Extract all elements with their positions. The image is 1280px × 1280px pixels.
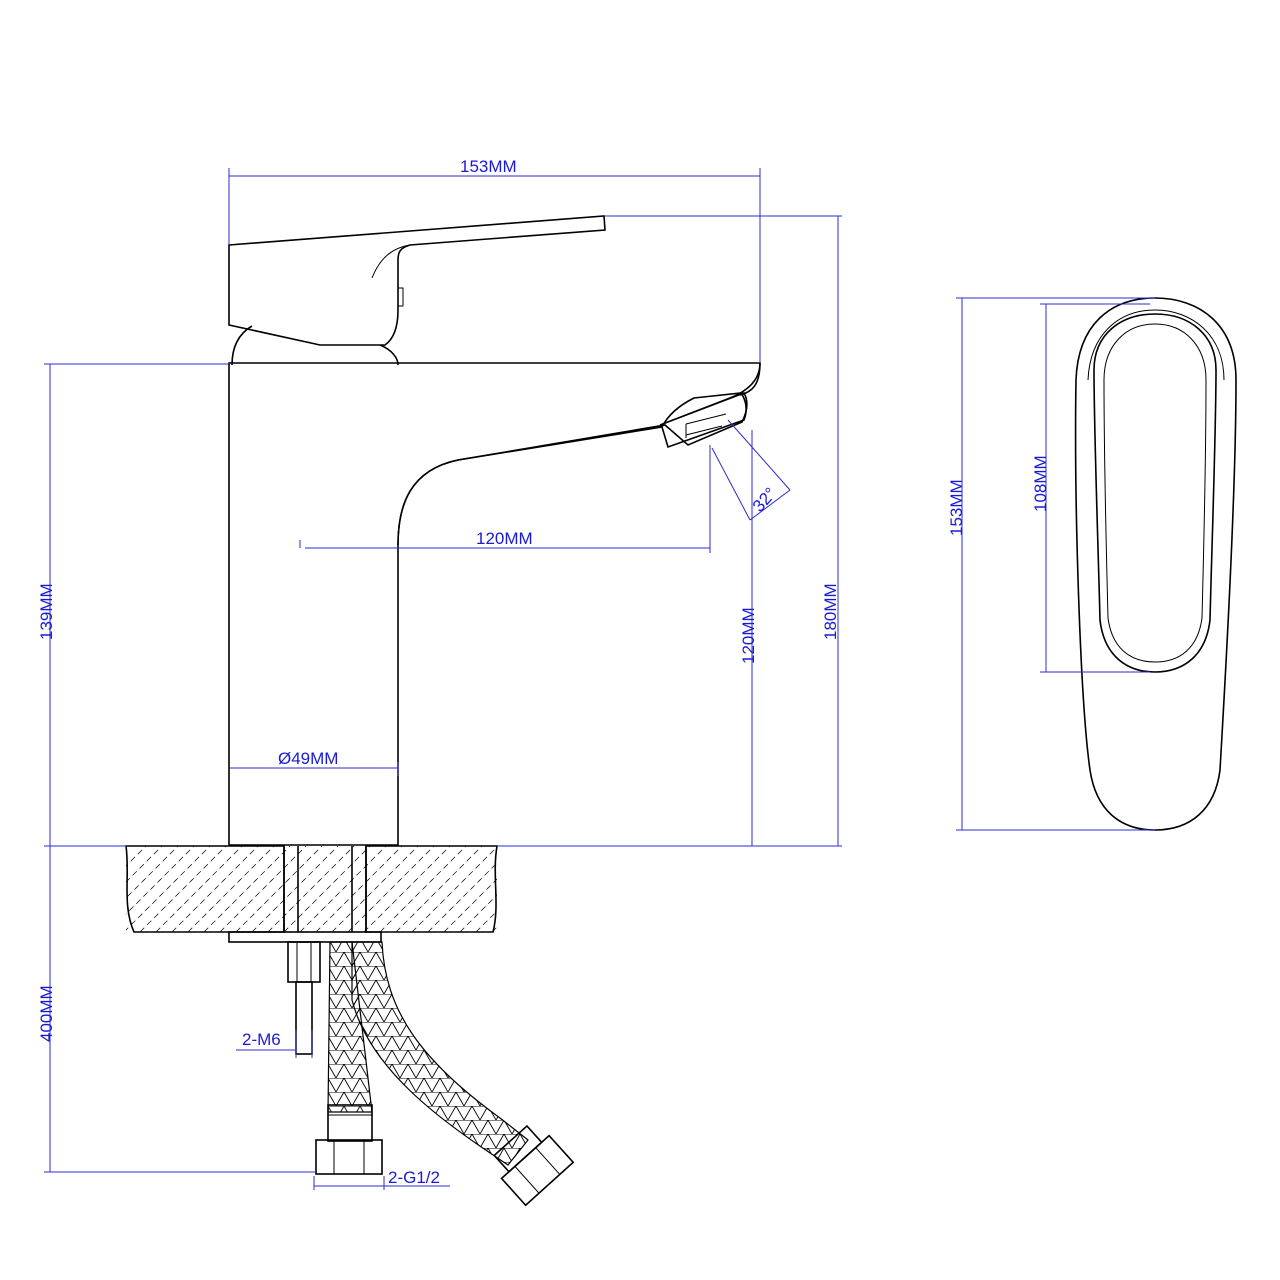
body-diameter-label: Ø49MM [278, 749, 338, 768]
hatch-line [219, 846, 307, 932]
dimension-lines [44, 168, 842, 1190]
hatch-line [411, 846, 497, 932]
hatch-line [443, 846, 497, 932]
hatch-line [315, 846, 403, 932]
hatch-line [508, 846, 594, 932]
lever-handle [228, 215, 606, 346]
hatch-line [126, 846, 179, 932]
mounting-stud [287, 941, 321, 1055]
hatch-line [126, 846, 147, 932]
hatch-line [251, 846, 339, 932]
braided-hoses [315, 941, 575, 1207]
hatch-line [347, 846, 435, 932]
hatch-line [267, 846, 355, 932]
hatch-line [331, 846, 419, 932]
cartridge-dome [231, 325, 399, 366]
handle-length-label: 153MM [947, 479, 966, 536]
hatch-line [171, 846, 259, 932]
hatch-line [139, 846, 227, 932]
hatch-line [475, 846, 497, 932]
hatch-line [126, 846, 163, 932]
hose-length-label: 400MM [37, 985, 56, 1042]
hatch-line [459, 846, 497, 932]
hatch-line [379, 846, 467, 932]
hatch-line [604, 846, 690, 932]
dimension-labels: 153MM 139MM 400MM 120MM 180MM 120MM 32° … [37, 157, 840, 1187]
hatch-line [155, 846, 243, 932]
hatch-line [491, 846, 497, 932]
hatch-line [126, 846, 211, 932]
handle-inner-length-label: 108MM [1031, 455, 1050, 512]
hatch-line [363, 846, 451, 932]
hatch-line [299, 846, 387, 932]
hatch-line [187, 846, 275, 932]
hatch-line [540, 846, 626, 932]
hatch-line [572, 846, 658, 932]
body-height-label: 139MM [37, 583, 56, 640]
stud-thread-label: 2-M6 [242, 1030, 281, 1049]
hatch-line [524, 846, 610, 932]
spout [397, 426, 663, 546]
faucet-body [228, 362, 761, 846]
handle-outline [1074, 297, 1237, 831]
hose-thread-label: 2-G1/2 [388, 1168, 440, 1187]
hatch-line [395, 846, 483, 932]
hatch-line [588, 846, 674, 932]
spout-reach-label: 120MM [476, 529, 533, 548]
spout-angle-label: 32° [749, 484, 780, 516]
hatch-line [203, 846, 291, 932]
hatch-line [126, 846, 195, 932]
handle-top-view [1074, 297, 1237, 831]
total-height-label: 180MM [821, 583, 840, 640]
faucet-front-view [228, 215, 761, 846]
spout-tip [661, 392, 747, 449]
hatch-line [283, 846, 371, 932]
hatch-line [427, 846, 497, 932]
hatch-line [235, 846, 323, 932]
spout-height-label: 120MM [739, 607, 758, 664]
handle-dimensions: 153MM 108MM [947, 297, 1155, 831]
countertop-section [125, 845, 690, 943]
hatch-line [556, 846, 642, 932]
overall-width-label: 153MM [460, 157, 517, 176]
handle-inner-loop [1093, 313, 1217, 673]
